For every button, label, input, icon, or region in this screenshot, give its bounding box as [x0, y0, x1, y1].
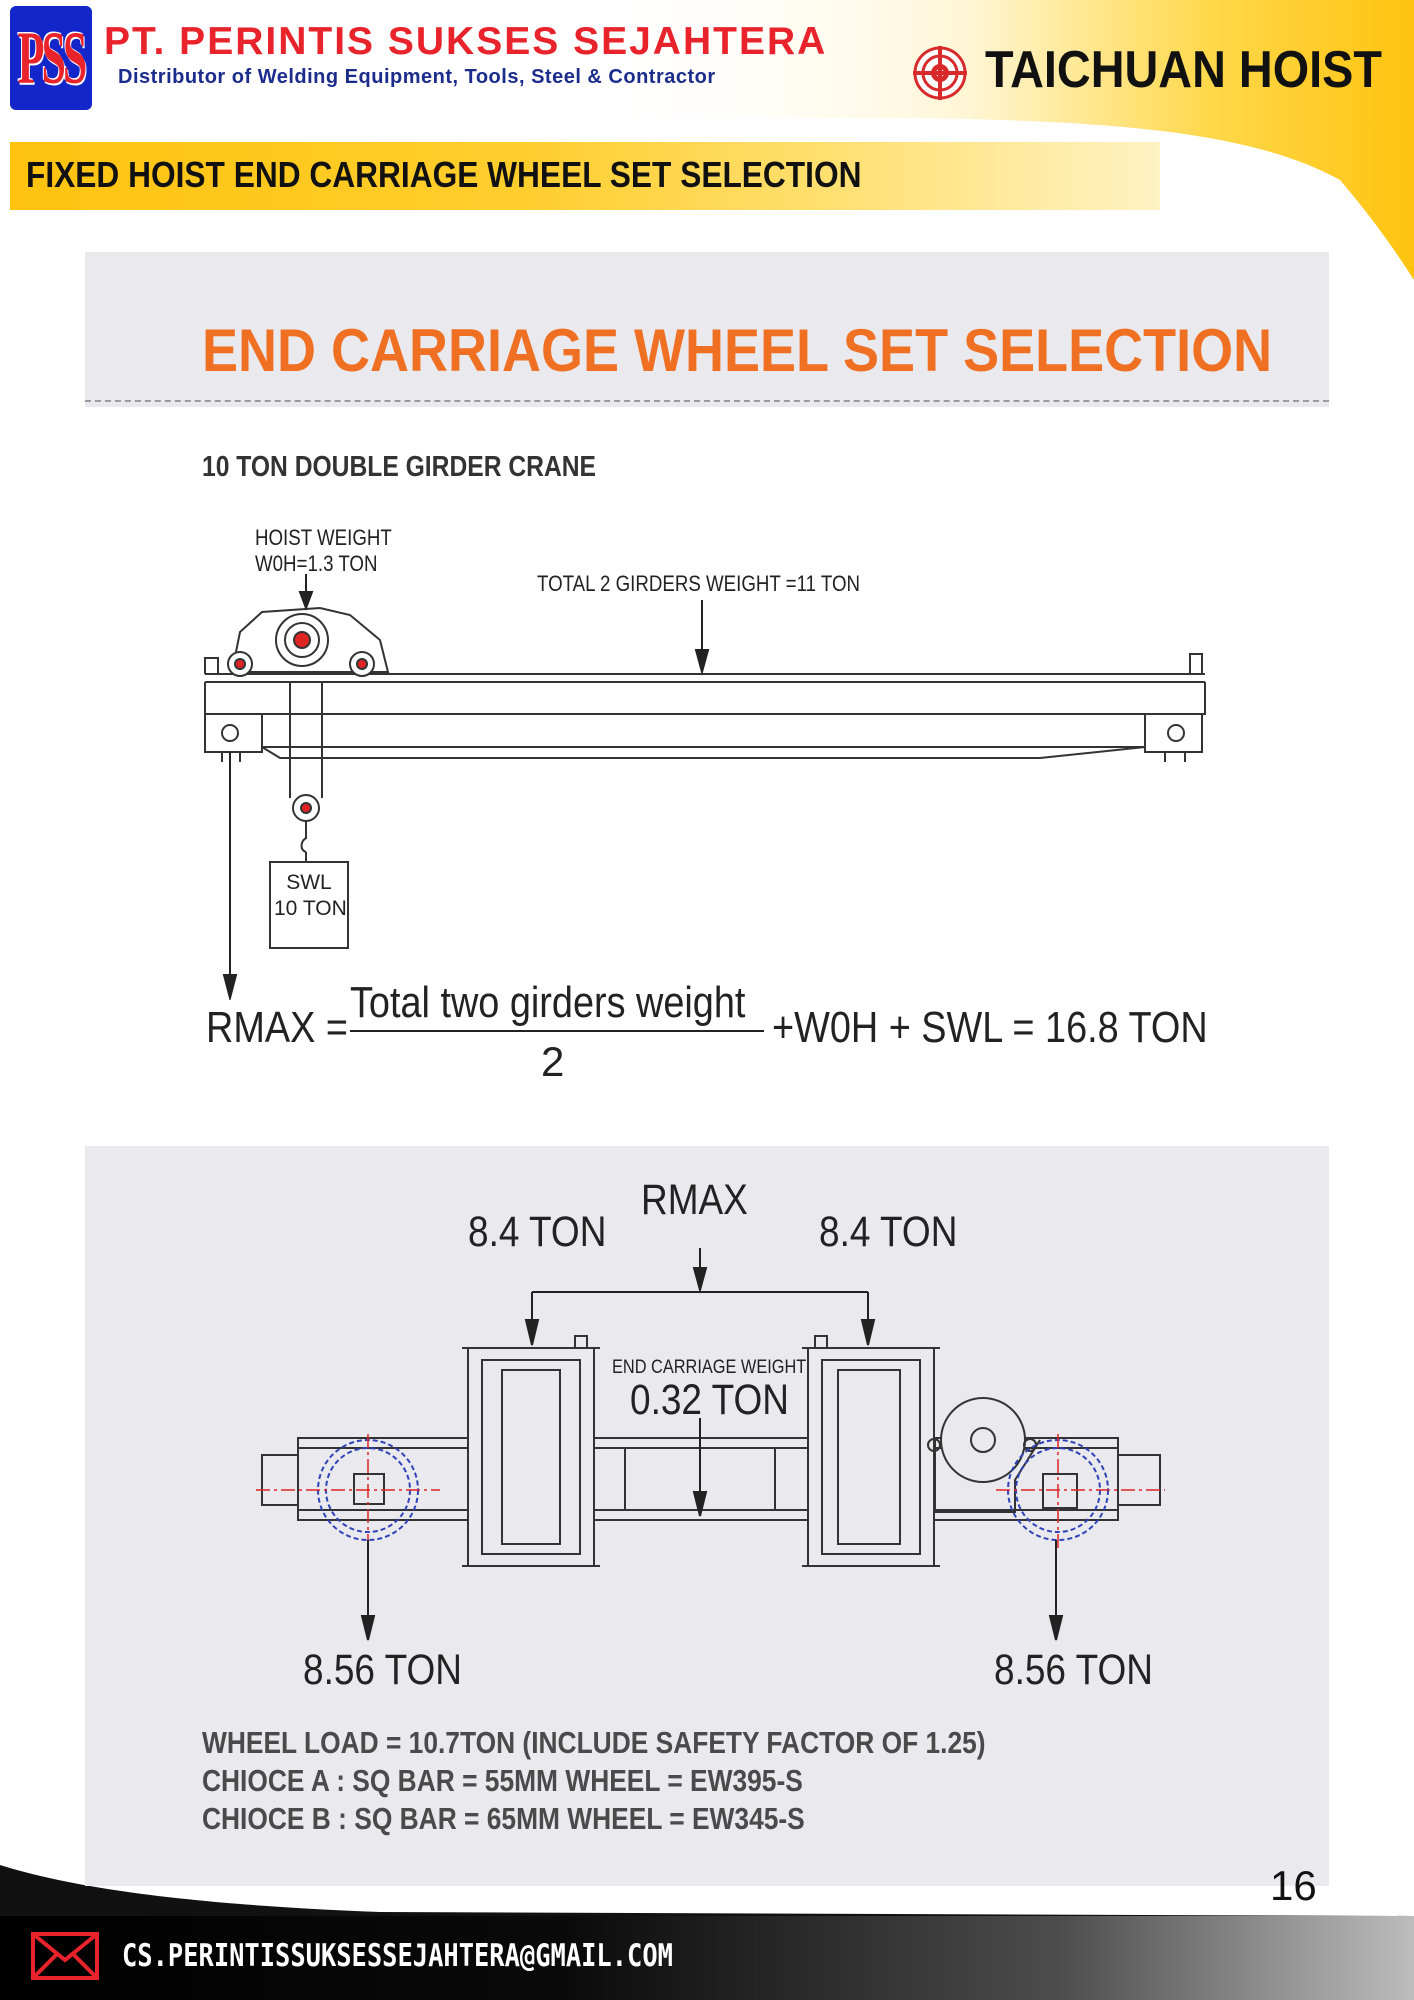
page-section-title: FIXED HOIST END CARRIAGE WHEEL SET SELEC… [26, 154, 862, 195]
formula-rhs: +W0H + SWL = 16.8 TON [772, 1003, 1208, 1052]
page-number: 16 [1270, 1862, 1317, 1909]
heading-panel [85, 252, 1329, 407]
hoist-weight-value: W0H=1.3 TON [255, 551, 378, 576]
hoist-weight-label: HOIST WEIGHT [255, 525, 392, 550]
partner-brand-name: TAICHUAN HOIST [985, 41, 1382, 99]
right-wheel-load-label: 8.56 TON [994, 1646, 1153, 1694]
end-carriage-weight-value: 0.32 TON [630, 1376, 789, 1424]
rmax-label: RMAX [641, 1176, 748, 1224]
formula-fraction-bar [350, 1030, 764, 1032]
pss-logo: PSS [10, 6, 92, 110]
hoist-trolley [227, 606, 390, 949]
main-heading: END CARRIAGE WHEEL SET SELECTION [202, 317, 1273, 384]
choice-b-note: CHIOCE B : SQ BAR = 65MM WHEEL = EW345-S [202, 1801, 805, 1836]
formula-lhs: RMAX = [206, 1003, 348, 1052]
girder-diagram [204, 574, 1206, 1000]
contact-email-link[interactable]: CS.PERINTISSUKSESSEJAHTERA@GMAIL.COM [122, 1938, 673, 1974]
swl-value: 10 TON [274, 897, 347, 920]
footer-bar [0, 1916, 1414, 2000]
mail-icon [31, 1932, 99, 1980]
end-carriage-weight-label: END CARRIAGE WEIGHT [612, 1357, 807, 1378]
heading-divider [85, 400, 1329, 402]
crane-type-heading: 10 TON DOUBLE GIRDER CRANE [202, 451, 597, 483]
company-tagline: Distributor of Welding Equipment, Tools,… [118, 66, 716, 88]
wheel-load-note: WHEEL LOAD = 10.7TON (INCLUDE SAFETY FAC… [202, 1725, 986, 1760]
left-load-label: 8.4 TON [468, 1208, 607, 1256]
girders-weight-label: TOTAL 2 GIRDERS WEIGHT =11 TON [537, 571, 861, 596]
formula-numerator: Total two girders weight [350, 978, 746, 1027]
section-title-bar [10, 142, 1160, 210]
taichuan-logo-icon [913, 46, 967, 100]
end-carriage-diagram [256, 1248, 1165, 1641]
left-wheel-load-label: 8.56 TON [303, 1646, 462, 1694]
end-carriage-panel [85, 1146, 1329, 1886]
swl-label: SWL [286, 871, 332, 894]
formula-denominator: 2 [541, 1038, 565, 1085]
right-load-label: 8.4 TON [819, 1208, 958, 1256]
choice-a-note: CHIOCE A : SQ BAR = 55MM WHEEL = EW395-S [202, 1763, 803, 1798]
company-name: PT. PERINTIS SUKSES SEJAHTERA [104, 20, 828, 63]
pss-logo-text: PSS [17, 16, 88, 100]
